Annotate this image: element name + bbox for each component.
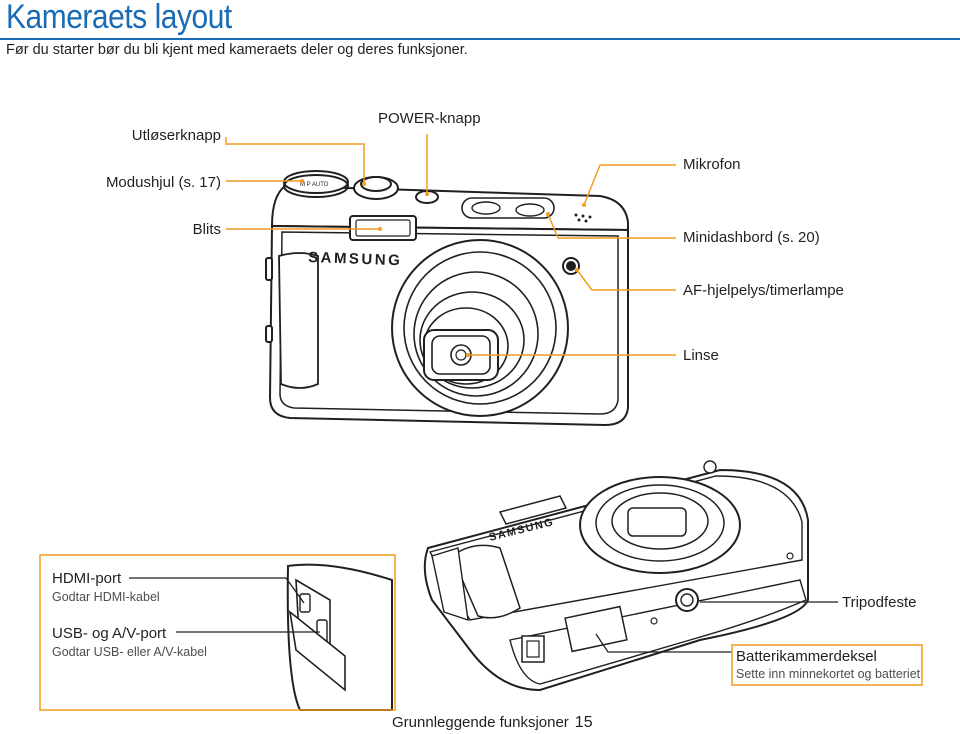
page-subtitle: Før du starter bør du bli kjent med kame… [6,42,468,58]
footer-section: Grunnleggende funksjoner [392,714,569,731]
label-shutter: Utløserknapp [131,127,221,144]
label-af-lamp: AF-hjelpelys/timerlampe [683,282,844,299]
desc-usb-av-port: Godtar USB- eller A/V-kabel [52,645,207,659]
desc-battery-cover: Sette inn minnekortet og batteriet [736,667,921,681]
label-mode-dial: Modushjul (s. 17) [105,174,221,191]
label-flash: Blits [192,221,221,238]
label-power-button: POWER-knapp [378,110,481,127]
camera-brand-front: SAMSUNG [308,249,403,269]
port-callout-lines [129,577,320,633]
svg-text:M P AUTO: M P AUTO [300,182,329,188]
label-usb-av-port: USB- og A/V-port [52,625,167,642]
label-tripod-mount: Tripodfeste [842,594,917,611]
front-callout-lines [225,134,676,356]
desc-hdmi-port: Godtar HDMI-kabel [52,590,160,604]
page-number: 15 [574,714,593,731]
label-hdmi-port: HDMI-port [52,570,122,587]
page-title: Kameraets layout [6,0,232,36]
label-battery-cover: Batterikammerdeksel [736,648,877,665]
bottom-callout-lines [595,601,838,653]
front-camera-illustration: M P AUTO [265,170,629,427]
bottom-camera-illustration [423,460,809,692]
label-smart-dashboard: Minidashbord (s. 20) [683,229,820,246]
port-detail-illustration [286,563,393,711]
label-lens: Linse [683,347,719,364]
title-rule [0,38,960,40]
page-footer: Grunnleggende funksjoner 15 [392,714,593,732]
label-microphone: Mikrofon [683,156,741,173]
